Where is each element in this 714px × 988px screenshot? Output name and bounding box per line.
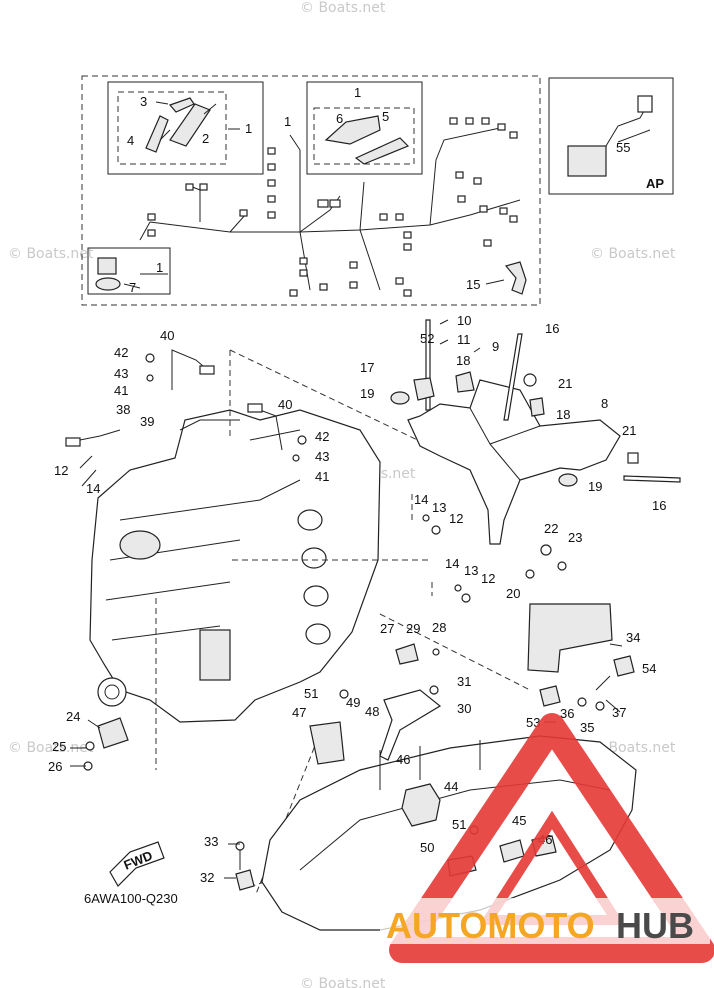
- callout-16: 16: [652, 498, 666, 513]
- callout-6: 6: [336, 111, 343, 126]
- callout-50: 50: [420, 840, 434, 855]
- callout-19: 19: [360, 386, 374, 401]
- watermark: © Boats.net: [8, 740, 94, 756]
- callout-54: 54: [642, 661, 656, 676]
- callout-46: 46: [396, 752, 410, 767]
- callout-12: 12: [481, 571, 495, 586]
- callout-49: 49: [346, 695, 360, 710]
- callout-35: 35: [580, 720, 594, 735]
- watermark: © Boats.net: [8, 246, 94, 262]
- callout-30: 30: [457, 701, 471, 716]
- callout-51: 51: [304, 686, 318, 701]
- callout-18: 18: [556, 407, 570, 422]
- callout-28: 28: [432, 620, 446, 635]
- callout-47: 47: [292, 705, 306, 720]
- callout-42: 42: [315, 429, 329, 444]
- callout-8: 8: [601, 396, 608, 411]
- brand-text-secondary: HUB: [616, 905, 694, 946]
- callout-16: 16: [545, 321, 559, 336]
- ap-inset-panel: AP: [548, 77, 674, 195]
- callout-11: 11: [457, 332, 471, 347]
- fwd-indicator: FWD: [109, 841, 165, 887]
- callout-24: 24: [66, 709, 80, 724]
- callout-41: 41: [114, 383, 128, 398]
- callout-1: 1: [156, 260, 163, 275]
- small-parts: [65, 349, 635, 891]
- callout-14: 14: [414, 492, 428, 507]
- callout-1: 1: [245, 121, 252, 136]
- callout-48: 48: [365, 704, 379, 719]
- callout-14: 14: [86, 481, 100, 496]
- callout-55: 55: [616, 140, 630, 155]
- wiring-harness-panel: [81, 75, 541, 306]
- callout-40: 40: [160, 328, 174, 343]
- callout-13: 13: [432, 500, 446, 515]
- callout-44: 44: [444, 779, 458, 794]
- callout-10: 10: [457, 313, 471, 328]
- callout-13: 13: [464, 563, 478, 578]
- callout-2: 2: [202, 131, 209, 146]
- callout-51: 51: [452, 817, 466, 832]
- watermark: © Boats.net: [300, 976, 386, 988]
- callout-leaders: [70, 101, 651, 879]
- watermark: © Boats.net: [590, 246, 676, 262]
- callout-21: 21: [622, 423, 636, 438]
- callout-45: 45: [512, 813, 526, 828]
- automotohub-logo: AUTOMOTO HUB: [380, 713, 714, 963]
- callout-19: 19: [588, 479, 602, 494]
- callout-18: 18: [456, 353, 470, 368]
- callout-3: 3: [140, 94, 147, 109]
- callout-43: 43: [315, 449, 329, 464]
- callout-29: 29: [406, 621, 420, 636]
- callout-4: 4: [127, 133, 134, 148]
- callout-7: 7: [129, 280, 136, 295]
- callout-15: 15: [466, 277, 480, 292]
- callout-36: 36: [560, 706, 574, 721]
- callout-1: 1: [354, 85, 361, 100]
- fwd-label: FWD: [122, 848, 155, 873]
- watermark: © Boats.net: [300, 0, 386, 16]
- callout-31: 31: [457, 674, 471, 689]
- callout-40: 40: [278, 397, 292, 412]
- callout-labels: 3 4 2 1 1 1 6 5 1 7 15 55 40 42 43 41 38…: [48, 85, 666, 885]
- callout-1: 1: [284, 114, 291, 129]
- brand-text-primary: AUTOMOTO: [386, 905, 595, 946]
- callout-32: 32: [200, 870, 214, 885]
- callout-39: 39: [140, 414, 154, 429]
- callout-26: 26: [48, 759, 62, 774]
- callout-38: 38: [116, 402, 130, 417]
- callout-14: 14: [445, 556, 459, 571]
- callout-25: 25: [52, 739, 66, 754]
- lower-cowling: [261, 735, 637, 931]
- callout-9: 9: [492, 339, 499, 354]
- callout-43: 43: [114, 366, 128, 381]
- inset-tag: AP: [646, 176, 664, 191]
- callout-12: 12: [54, 463, 68, 478]
- callout-20: 20: [506, 586, 520, 601]
- callout-42: 42: [114, 345, 128, 360]
- callout-52: 52: [420, 331, 434, 346]
- callout-34: 34: [626, 630, 640, 645]
- callout-22: 22: [544, 521, 558, 536]
- engine-block: [89, 409, 381, 723]
- callout-12: 12: [449, 511, 463, 526]
- bracket-assembly: [390, 319, 681, 545]
- callout-17: 17: [360, 360, 374, 375]
- callout-27: 27: [380, 621, 394, 636]
- callout-21: 21: [558, 376, 572, 391]
- callout-5: 5: [382, 109, 389, 124]
- callout-23: 23: [568, 530, 582, 545]
- callout-33: 33: [204, 834, 218, 849]
- diagram-code: 6AWA100-Q230: [84, 891, 178, 906]
- callout-41: 41: [315, 469, 329, 484]
